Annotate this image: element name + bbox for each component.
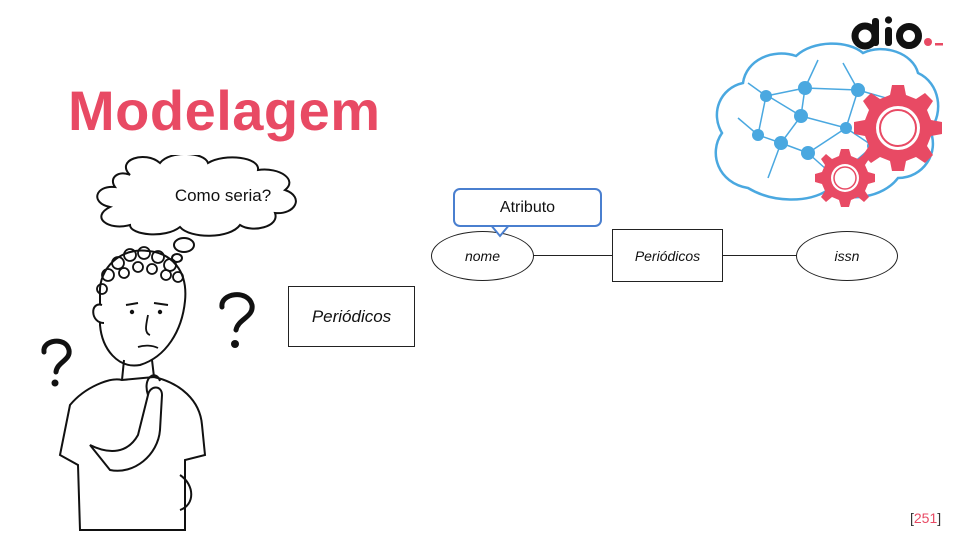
attribute-callout-label: Atributo (499, 198, 556, 216)
connector-nome-entity (533, 255, 613, 257)
thought-bubble-text: Como seria? (174, 186, 272, 205)
attribute-issn: issn (796, 231, 898, 281)
attribute-nome-label: nome (464, 248, 501, 264)
page-number: [251] (910, 510, 942, 526)
entity-periodicos-label: Periódicos (634, 247, 701, 264)
entity-periodicos: Periódicos (612, 229, 723, 282)
slide-title: Modelagem (68, 79, 381, 142)
brain-network-icon (714, 42, 942, 207)
dio-logo (851, 16, 943, 50)
thinking-person-illustration (41, 155, 297, 531)
attribute-nome: nome (431, 231, 534, 281)
page-number-value: 251 (913, 510, 938, 526)
standalone-entity-label: Periódicos (311, 306, 392, 326)
attribute-issn-label: issn (834, 248, 860, 264)
connector-entity-issn (722, 255, 797, 257)
standalone-entity: Periódicos (288, 286, 415, 347)
attribute-callout: Atributo (453, 188, 602, 227)
